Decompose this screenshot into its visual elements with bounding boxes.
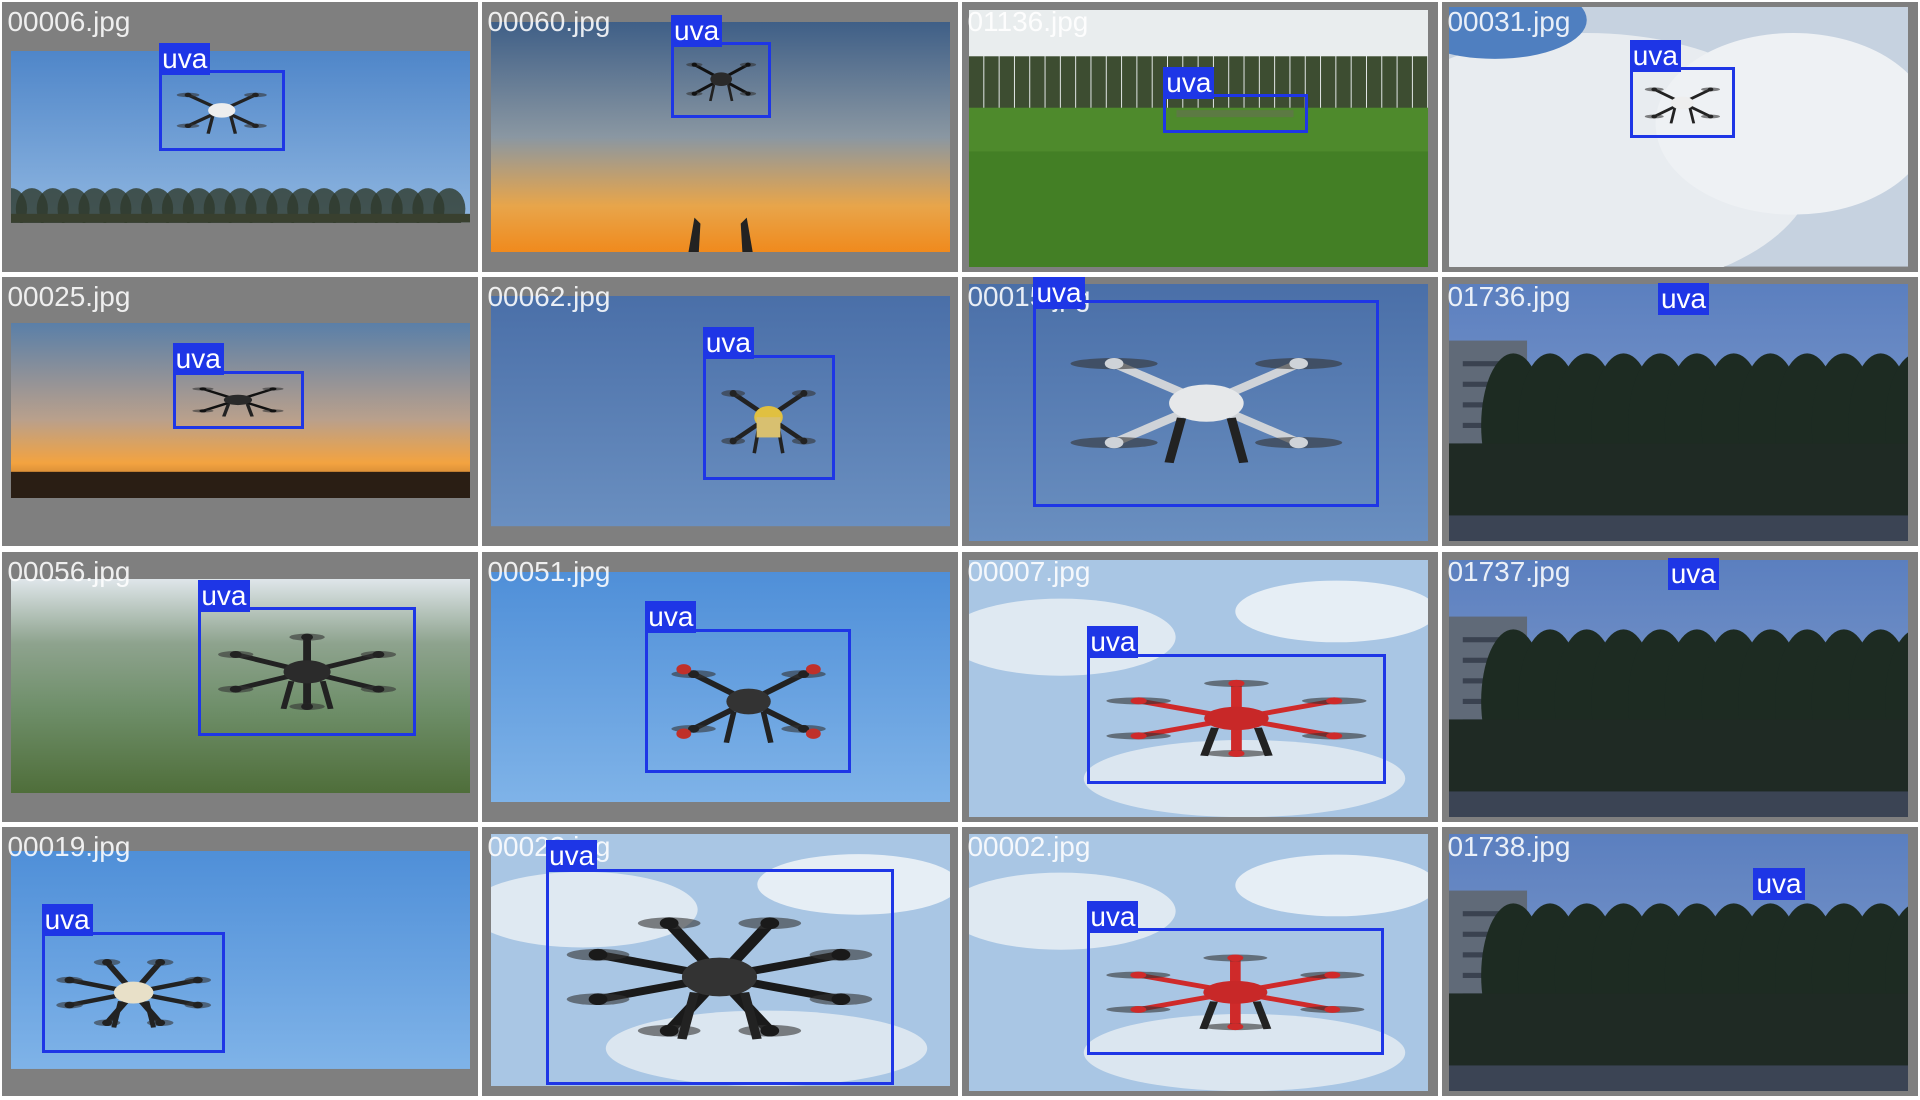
class-label: uva <box>1087 625 1139 658</box>
photo-background <box>968 9 1428 267</box>
class-label: uva <box>546 839 598 872</box>
photo-background <box>1448 833 1908 1091</box>
image-tile[interactable]: 00060.jpg uva <box>482 2 958 272</box>
drone-icon <box>670 663 826 743</box>
bounding-box <box>159 69 286 151</box>
photo-background <box>491 22 951 253</box>
bounding-box <box>702 355 836 480</box>
drone-icon <box>686 63 757 102</box>
image-tile[interactable]: 00002.jpg uva <box>962 826 1438 1096</box>
image-tile[interactable]: 00025.jpg uva <box>2 276 478 547</box>
filename-label: 00002.jpg <box>967 830 1091 862</box>
photo-background <box>1448 284 1908 542</box>
bounding-box <box>1087 928 1384 1056</box>
bounding-box <box>1033 299 1379 507</box>
drone-icon <box>192 387 284 417</box>
filename-label: 00060.jpg <box>487 6 611 38</box>
bounding-box <box>172 371 304 429</box>
photo <box>1448 559 1908 817</box>
photo <box>1448 833 1908 1091</box>
drone-icon <box>567 917 873 1040</box>
photo <box>968 9 1428 267</box>
drone-icon <box>177 92 268 134</box>
bounding-box <box>198 607 417 736</box>
photo-background <box>11 51 471 223</box>
filename-label: 00031.jpg <box>1447 6 1571 38</box>
image-tile[interactable]: 00007.jpg uva <box>962 552 1438 822</box>
filename-label: 00007.jpg <box>967 556 1091 588</box>
filename-label: 00051.jpg <box>487 556 611 588</box>
class-label: uva <box>1163 67 1215 100</box>
image-tile[interactable]: 01736.jpg uva <box>1442 276 1918 547</box>
filename-label: 00062.jpg <box>487 280 611 312</box>
image-tile[interactable]: 00056.jpg uva <box>2 552 478 822</box>
drone-icon <box>1070 358 1342 464</box>
class-label: uva <box>1629 40 1681 73</box>
image-tile[interactable]: 00019.jpg uva <box>2 826 478 1096</box>
photo-background <box>968 559 1428 817</box>
filename-label: 01136.jpg <box>967 6 1089 38</box>
class-label: uva <box>1753 868 1805 901</box>
bounding-box <box>1163 94 1308 134</box>
image-tile[interactable]: 00031.jpg uva <box>1442 2 1918 272</box>
filename-label: 00006.jpg <box>7 6 131 38</box>
image-tile[interactable]: 00062.jpg uva <box>482 276 958 547</box>
filename-label: 01738.jpg <box>1447 830 1571 862</box>
image-tile[interactable]: 01136.jpg uva <box>962 2 1438 272</box>
filename-label: 01736.jpg <box>1447 280 1571 312</box>
drone-icon <box>56 958 211 1028</box>
photo <box>491 22 951 253</box>
class-label: uva <box>172 342 224 375</box>
class-label: uva <box>159 42 211 75</box>
photo <box>11 323 471 499</box>
class-label: uva <box>198 580 250 613</box>
photo <box>11 851 471 1069</box>
class-label: uva <box>702 326 754 359</box>
drone-icon <box>218 633 397 710</box>
drone-icon <box>721 390 817 454</box>
bounding-box <box>1629 67 1736 139</box>
photo <box>1448 284 1908 542</box>
class-label: uva <box>1657 282 1710 315</box>
bounding-box <box>1087 653 1387 784</box>
class-label: uva <box>671 14 723 47</box>
class-label: uva <box>1033 276 1085 309</box>
photo-background <box>11 323 471 499</box>
filename-label: 00025.jpg <box>7 280 131 312</box>
bounding-box <box>645 629 851 773</box>
image-tile[interactable]: 00006.jpg uva <box>2 2 478 272</box>
drone-icon <box>1176 110 1294 118</box>
class-label: uva <box>645 601 697 634</box>
class-label: uva <box>1087 901 1139 934</box>
filename-label: 00056.jpg <box>7 556 131 588</box>
filename-label: 01737.jpg <box>1447 556 1571 588</box>
image-tile[interactable]: 01738.jpg uva <box>1442 826 1918 1096</box>
class-label: uva <box>41 903 93 936</box>
filename-label: 00019.jpg <box>7 830 131 862</box>
image-tile[interactable]: 00051.jpg uva <box>482 552 958 822</box>
drone-icon <box>1106 680 1367 758</box>
bounding-box <box>671 41 772 118</box>
photo <box>968 559 1428 817</box>
bounding-box <box>546 869 894 1085</box>
drone-icon <box>1644 87 1721 124</box>
class-label: uva <box>1667 558 1719 591</box>
photo-background <box>1448 559 1908 817</box>
photo-background <box>11 851 471 1069</box>
photo <box>11 51 471 223</box>
bounding-box <box>41 931 226 1054</box>
drone-icon <box>1106 953 1365 1030</box>
image-tile[interactable]: 01737.jpg uva <box>1442 552 1918 822</box>
